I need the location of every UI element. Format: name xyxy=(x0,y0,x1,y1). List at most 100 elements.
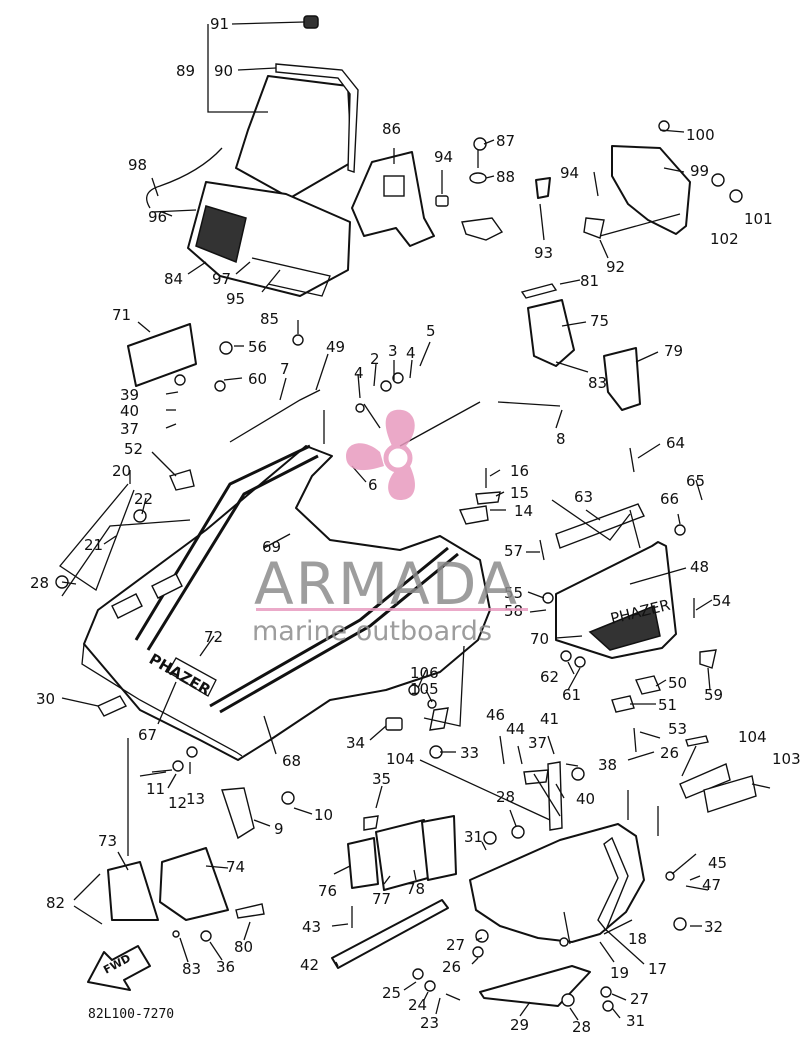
part-label: 80 xyxy=(234,938,253,956)
part-label: 79 xyxy=(664,342,683,360)
part-label: 98 xyxy=(128,156,147,174)
part-label: 100 xyxy=(686,126,715,144)
part-label: 66 xyxy=(660,490,679,508)
fasteners xyxy=(55,320,717,1012)
propeller-logo-icon xyxy=(346,409,415,500)
part-label: 9 xyxy=(274,820,284,838)
part-label: 3 xyxy=(388,342,398,360)
part-label: 83 xyxy=(182,960,201,978)
part-label: 15 xyxy=(510,484,529,502)
part-label: 74 xyxy=(226,858,245,876)
part-label: 55 xyxy=(504,584,523,602)
part-label: 37 xyxy=(120,420,139,438)
part-label: 38 xyxy=(598,756,617,774)
part-label: 27 xyxy=(630,990,649,1008)
part-label: 40 xyxy=(576,790,595,808)
part-label: 46 xyxy=(486,706,505,724)
part-label: 19 xyxy=(610,964,629,982)
part-label: 88 xyxy=(496,168,515,186)
part-label: 104 xyxy=(386,750,415,768)
part-label: 10 xyxy=(314,806,333,824)
part-label: 37 xyxy=(528,734,547,752)
part-label: 89 xyxy=(176,62,195,80)
part-label: 51 xyxy=(658,696,677,714)
part-label: 7 xyxy=(280,360,290,378)
part-label: 4 xyxy=(406,344,416,362)
part-label: 2 xyxy=(370,350,380,368)
part-label: 11 xyxy=(146,780,165,798)
part-label: 75 xyxy=(590,312,609,330)
part-label: 62 xyxy=(540,668,559,686)
part-label: 52 xyxy=(124,440,143,458)
main-hood: PHAZER xyxy=(61,444,491,761)
part-label: 103 xyxy=(772,750,801,768)
part-label: 105 xyxy=(410,680,439,698)
part-label: 25 xyxy=(382,984,401,1002)
part-label: 76 xyxy=(318,882,337,900)
upper-panels xyxy=(127,283,641,411)
part-label: 72 xyxy=(204,628,223,646)
part-label: 31 xyxy=(464,828,483,846)
part-label: 90 xyxy=(214,62,233,80)
part-label: 18 xyxy=(628,930,647,948)
part-label: 82 xyxy=(46,894,65,912)
part-label: 106 xyxy=(410,664,439,682)
part-label: 59 xyxy=(704,686,723,704)
part-label: 42 xyxy=(300,956,319,974)
part-label: 70 xyxy=(530,630,549,648)
part-label: 23 xyxy=(420,1014,439,1032)
part-label: 95 xyxy=(226,290,245,308)
part-label: 33 xyxy=(460,744,479,762)
part-label: 101 xyxy=(744,210,773,228)
watermark-brand: ARMADA xyxy=(254,550,519,618)
part-label: 22 xyxy=(134,490,153,508)
part-label: 31 xyxy=(626,1012,645,1030)
side-panel: PHAZER xyxy=(555,503,677,659)
part-label: 104 xyxy=(738,728,767,746)
part-label: 40 xyxy=(120,402,139,420)
part-label: 20 xyxy=(112,462,131,480)
part-label: 91 xyxy=(210,15,229,33)
part-label: 57 xyxy=(504,542,523,560)
part-label: 8 xyxy=(556,430,566,448)
part-label: 96 xyxy=(148,208,167,226)
part-label: 93 xyxy=(534,244,553,262)
part-label: 50 xyxy=(668,674,687,692)
watermark-tagline: marine outboards xyxy=(252,616,492,647)
part-label: 73 xyxy=(98,832,117,850)
part-label: 47 xyxy=(702,876,721,894)
part-label: 97 xyxy=(212,270,231,288)
part-label: 13 xyxy=(186,790,205,808)
part-label: 86 xyxy=(382,120,401,138)
reference-code: 82L100-7270 xyxy=(88,1007,174,1022)
part-label: 32 xyxy=(704,918,723,936)
top-right-parts xyxy=(435,120,743,241)
bracket-part xyxy=(351,151,435,247)
part-label: 26 xyxy=(660,744,679,762)
part-label: 35 xyxy=(372,770,391,788)
watermark: ARMADA marine outboards xyxy=(252,409,528,647)
part-label: 28 xyxy=(572,1018,591,1036)
part-label: 64 xyxy=(666,434,685,452)
part-label: 29 xyxy=(510,1016,529,1034)
part-label: 71 xyxy=(112,306,131,324)
part-label: 30 xyxy=(36,690,55,708)
part-label: 44 xyxy=(506,720,525,738)
part-label: 54 xyxy=(712,592,731,610)
part-label: 28 xyxy=(30,574,49,592)
part-label: 21 xyxy=(84,536,103,554)
part-label: 61 xyxy=(562,686,581,704)
part-label: 45 xyxy=(708,854,727,872)
part-label: 39 xyxy=(120,386,139,404)
part-number-labels: 91 89 90 98 96 84 97 95 86 94 87 88 93 9… xyxy=(30,15,801,1036)
part-label: 68 xyxy=(282,752,301,770)
part-label: 17 xyxy=(648,960,667,978)
part-label: 43 xyxy=(302,918,321,936)
part-label: 69 xyxy=(262,538,281,556)
part-label: 27 xyxy=(446,936,465,954)
part-label: 87 xyxy=(496,132,515,150)
part-label: 63 xyxy=(574,488,593,506)
part-label: 14 xyxy=(514,502,533,520)
part-label: 4 xyxy=(354,364,364,382)
